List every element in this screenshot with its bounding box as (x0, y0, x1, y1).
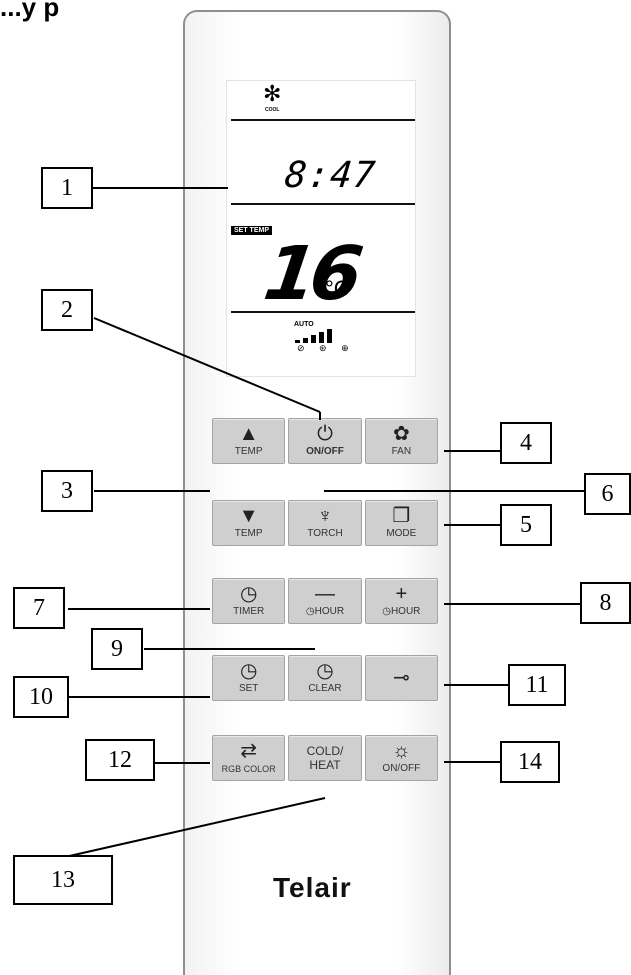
page-heading: ...y p (0, 0, 60, 22)
callout-13: 13 (13, 855, 113, 905)
callout-3: 3 (41, 470, 93, 512)
callout-1: 1 (41, 167, 93, 209)
hour-plus-button[interactable]: + ◷HOUR (364, 578, 438, 624)
fan-icon: ✿ (392, 423, 410, 445)
timer-set-button[interactable]: ◷ SET (212, 655, 286, 701)
button-label: ON/OFF (306, 446, 344, 457)
leader-line-2 (93, 317, 321, 413)
callout-2: 2 (41, 289, 93, 331)
clock-icon: ◷ (239, 660, 258, 682)
temp-down-button[interactable]: ▼ TEMP (212, 500, 286, 546)
torch-button[interactable]: ♆ TORCH (288, 500, 362, 546)
callout-11: 11 (508, 664, 566, 706)
set-temp-label: SET TEMP (231, 226, 273, 235)
callout-4: 4 (500, 422, 552, 464)
button-label: TEMP (234, 528, 263, 539)
button-row-3: ◷ TIMER — ◷HOUR + ◷HOUR (212, 578, 438, 624)
button-row-2: ▼ TEMP ♆ TORCH ❐ MODE (212, 500, 438, 546)
clock-icon: ◷ (239, 583, 258, 605)
fan-button[interactable]: ✿ FAN (364, 418, 438, 464)
button-label: SET (238, 683, 259, 694)
hour-minus-button[interactable]: — ◷HOUR (288, 578, 362, 624)
fan-speed-bars-icon (295, 329, 332, 343)
lcd-divider (231, 203, 415, 205)
callout-7: 7 (13, 587, 65, 629)
button-label: RGB COLOR (221, 764, 276, 774)
button-label: TEMP (234, 446, 263, 457)
lcd-divider (231, 311, 415, 313)
button-label: ◷HOUR (382, 606, 421, 617)
light-button[interactable]: ☼ ON/OFF (364, 735, 438, 781)
arrow-up-icon: ▲ (238, 423, 259, 445)
button-label: FAN (391, 446, 412, 457)
callout-8: 8 (580, 582, 631, 624)
lock-button[interactable]: ⊸ (364, 655, 438, 701)
temperature-unit: °C (325, 276, 350, 301)
button-label: COLD/ (306, 744, 344, 758)
brand-logo: Telair (273, 872, 352, 903)
minus-icon: — (314, 583, 335, 605)
button-row-5: ⇄ RGB COLOR COLD/ HEAT ☼ ON/OFF (212, 735, 438, 781)
callout-5: 5 (500, 504, 552, 546)
timer-clear-button[interactable]: ◷ CLEAR (288, 655, 362, 701)
arrow-down-icon: ▼ (238, 505, 259, 527)
lcd-display: ✻ COOL 8:47 SET TEMP 16 °C AUTO ⊘ ⊛ ⊕ (226, 80, 416, 377)
button-label: ◷HOUR (305, 606, 345, 617)
power-button[interactable]: ⏻ ON/OFF (288, 418, 362, 464)
button-label: TIMER (233, 606, 265, 617)
button-row-4: ◷ SET ◷ CLEAR ⊸ (212, 655, 438, 701)
fan-mode-label: AUTO (294, 321, 314, 328)
callout-9: 9 (91, 628, 143, 670)
mode-label: COOL (265, 107, 280, 113)
timer-button[interactable]: ◷ TIMER (212, 578, 286, 624)
callout-12: 12 (85, 739, 155, 781)
fan-level-icons: ⊘ ⊛ ⊕ (297, 343, 355, 353)
button-label: MODE (386, 528, 417, 539)
power-icon: ⏻ (317, 423, 333, 445)
clock-icon: ◷ (316, 660, 334, 682)
bulb-icon: ☼ (392, 740, 411, 762)
plus-icon: + (395, 583, 408, 605)
button-row-1: ▲ TEMP ⏻ ON/OFF ✿ FAN (212, 418, 438, 464)
callout-6: 6 (584, 473, 631, 515)
temp-up-button[interactable]: ▲ TEMP (212, 418, 286, 464)
torch-icon: ♆ (317, 505, 333, 527)
key-icon: ⊸ (392, 667, 410, 689)
button-label: CLEAR (308, 683, 342, 694)
mode-icon: ❐ (392, 505, 411, 527)
button-label: ON/OFF (382, 763, 421, 774)
rgb-color-button[interactable]: ⇄ RGB COLOR (212, 735, 286, 781)
swap-icon: ⇄ (240, 740, 258, 762)
button-label: HEAT (309, 758, 341, 772)
callout-10: 10 (13, 676, 69, 718)
leader-line-13 (64, 797, 326, 858)
mode-button[interactable]: ❐ MODE (364, 500, 438, 546)
lcd-divider (231, 119, 415, 121)
button-label: TORCH (307, 528, 343, 539)
snowflake-icon: ✻ (263, 81, 282, 106)
cold-heat-button[interactable]: COLD/ HEAT (288, 735, 362, 781)
callout-13-14: 14 (500, 741, 560, 783)
